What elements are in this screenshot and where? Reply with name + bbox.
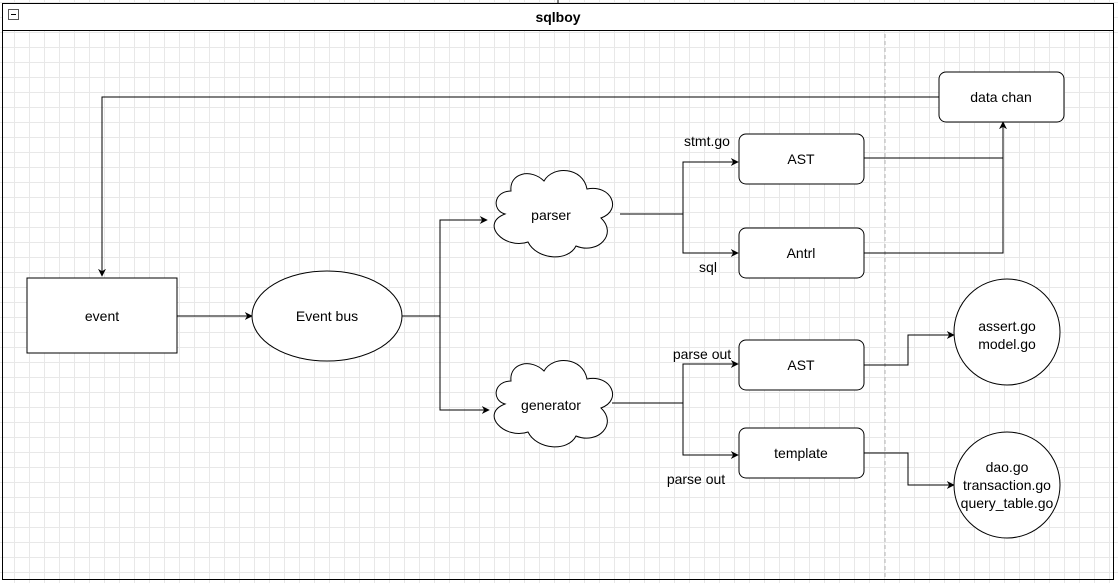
parser-label: parser: [531, 207, 571, 223]
pool-body: [2, 30, 1114, 580]
edge-event-bus-to-generator[interactable]: [439, 316, 490, 414]
collapse-toggle-icon[interactable]: [8, 9, 19, 20]
parser-node[interactable]: parser: [493, 170, 613, 258]
edge-event-bus-to-parser[interactable]: [402, 216, 488, 317]
generator-cloud-shape: [493, 360, 613, 448]
antrl-node[interactable]: Antrl: [738, 227, 865, 279]
ast-parser-node[interactable]: AST: [738, 133, 865, 185]
edge-parser-to-antrl[interactable]: [682, 214, 739, 257]
ast-parser-label: AST: [787, 151, 815, 167]
parser-cloud-shape: [493, 170, 613, 258]
edge-generator-to-ast[interactable]: [612, 360, 739, 404]
model-output-line-1: assert.go: [978, 318, 1036, 334]
edge-data-chan-to-event[interactable]: [98, 96, 939, 277]
edge-antrl-to-data-chan[interactable]: [864, 158, 1004, 254]
dao-output-node[interactable]: dao.go transaction.go query_table.go: [953, 431, 1061, 539]
ast-generator-node[interactable]: AST: [738, 339, 865, 391]
template-label: template: [774, 445, 828, 461]
event-bus-label: Event bus: [296, 308, 358, 324]
dao-output-line-2: transaction.go: [963, 477, 1051, 493]
edge-template-to-dao-output[interactable]: [864, 452, 955, 489]
ast-generator-label: AST: [787, 357, 815, 373]
antrl-label: Antrl: [787, 245, 816, 261]
edge-generator-to-template[interactable]: [682, 403, 739, 459]
dao-output-line-3: query_table.go: [961, 495, 1054, 511]
model-output-node[interactable]: assert.go model.go: [953, 278, 1061, 386]
data-chan-node[interactable]: data chan: [938, 71, 1065, 123]
generator-node[interactable]: generator: [493, 360, 613, 448]
edge-label-parse-out-ast: parse out: [673, 346, 731, 362]
template-node[interactable]: template: [738, 427, 865, 479]
event-node[interactable]: event: [26, 277, 178, 354]
edge-label-stmt: stmt.go: [684, 133, 730, 149]
edge-parser-to-ast[interactable]: [620, 158, 739, 215]
edge-ast-to-model-output[interactable]: [864, 331, 955, 366]
dao-output-line-1: dao.go: [986, 459, 1029, 475]
edge-label-sql: sql: [699, 259, 717, 275]
event-label: event: [85, 308, 119, 324]
event-bus-node[interactable]: Event bus: [251, 270, 403, 362]
generator-label: generator: [521, 397, 581, 413]
edge-label-parse-out-template: parse out: [667, 471, 725, 487]
model-output-line-2: model.go: [978, 336, 1036, 352]
pool-title: sqlboy: [535, 9, 581, 25]
data-chan-label: data chan: [970, 89, 1032, 105]
